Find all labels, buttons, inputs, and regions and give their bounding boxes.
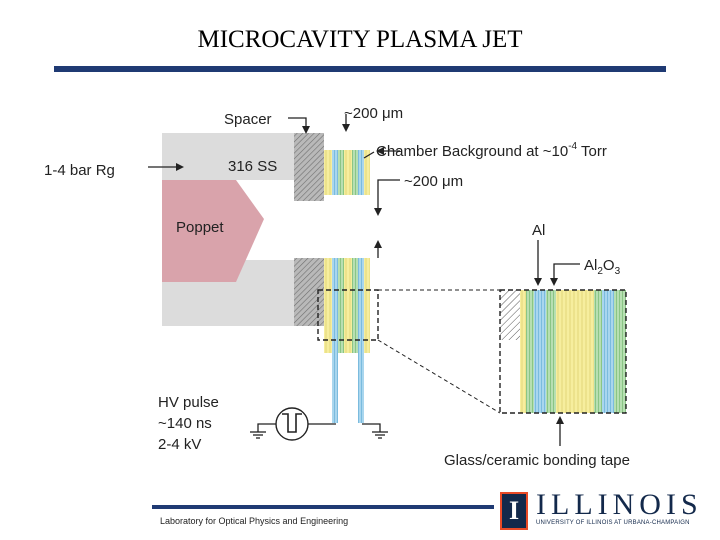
detail-enlarged: [499, 289, 627, 414]
footer-lab-name: Laboratory for Optical Physics and Engin…: [160, 516, 349, 526]
label-hv-pulse: HV pulse: [158, 394, 219, 411]
slide-title: MICROCAVITY PLASMA JET: [197, 26, 523, 53]
poppet-shape: [162, 180, 264, 282]
label-gas-inlet: 1-4 bar Rg: [44, 162, 115, 179]
label-gap-top: ~200 μm: [344, 105, 403, 122]
zoom-line-bottom: [377, 339, 501, 414]
cavity-opening: [324, 195, 346, 258]
label-steel: 316 SS: [228, 158, 277, 175]
pulse-source-icon: [275, 407, 309, 441]
logo-wordmark: ILLINOIS: [536, 488, 703, 521]
annotation-arrows: [148, 114, 580, 446]
footer-rule: [152, 505, 494, 509]
label-chamber: Chamber Background at ~10-4 Torr: [376, 141, 607, 160]
logo-block-i: I: [500, 492, 528, 530]
logo-subtitle: UNIVERSITY OF ILLINOIS AT URBANA-CHAMPAI…: [536, 520, 690, 526]
label-glass-tape: Glass/ceramic bonding tape: [444, 452, 630, 469]
electrode-stack-top: [324, 150, 370, 195]
pulse-waveform-icon: [282, 413, 302, 433]
label-gap-mid: ~200 μm: [404, 173, 463, 190]
title-rule: [54, 66, 666, 72]
callout-box-small: [317, 289, 379, 341]
spacer-block-top: [294, 133, 324, 201]
label-al2o3: Al2O3: [584, 257, 621, 277]
label-spacer: Spacer: [224, 111, 272, 128]
label-poppet: Poppet: [176, 219, 224, 236]
label-hv-duration: ~140 ns: [158, 415, 212, 432]
spacer-block-bottom: [294, 258, 324, 326]
label-hv-voltage: 2-4 kV: [158, 436, 201, 453]
hv-circuit: [250, 423, 388, 439]
illinois-logo: I ILLINOIS UNIVERSITY OF ILLINOIS AT URB…: [500, 488, 716, 532]
label-al: Al: [532, 222, 545, 239]
